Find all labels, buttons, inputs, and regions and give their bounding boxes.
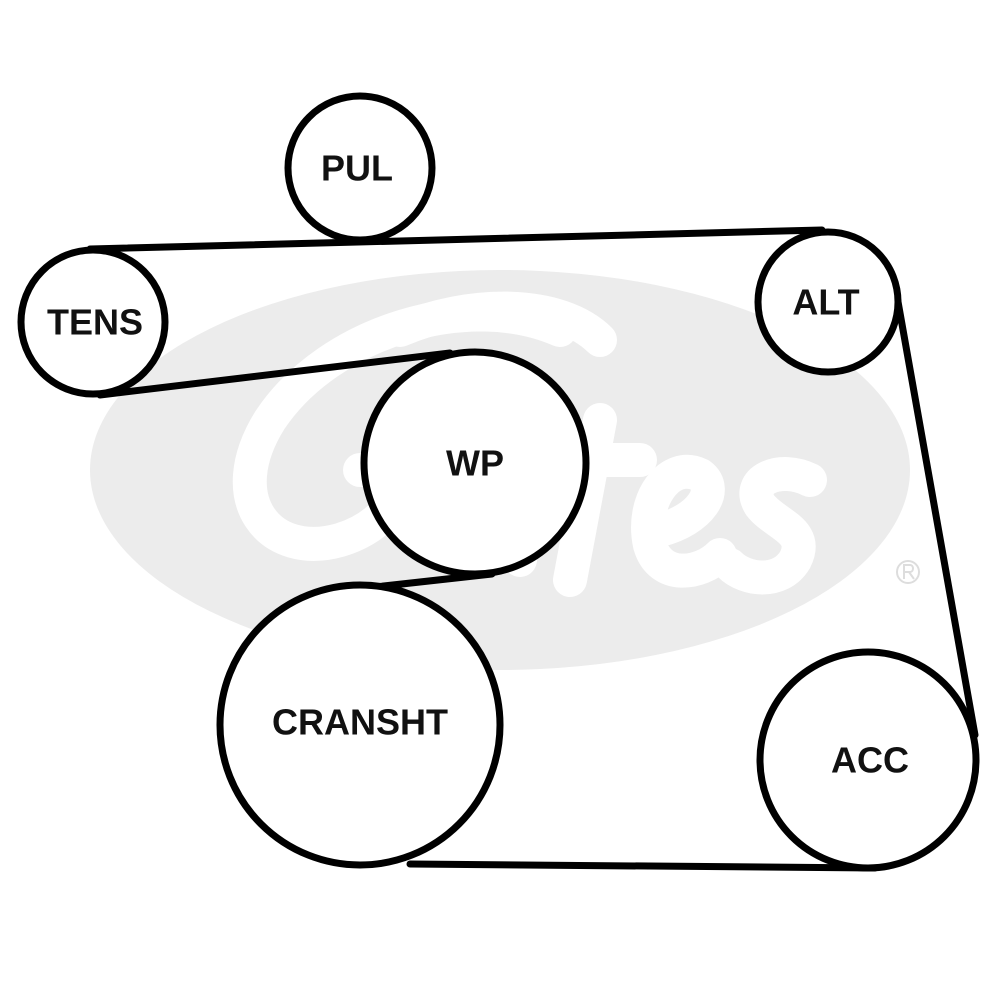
pulley-label-pul: PUL (321, 148, 393, 189)
pulley-label-acc: ACC (831, 740, 909, 781)
pulley-label-wp: WP (446, 443, 504, 484)
belt-segment-top (86, 226, 826, 253)
belt-segment-tens-wp (96, 349, 454, 399)
pulley-label-tens: TENS (47, 302, 143, 343)
pulley-label-alt: ALT (792, 282, 859, 323)
pulley-label-cransht: CRANSHT (272, 702, 448, 743)
belt-segment-bottom (406, 860, 879, 872)
pulley-wp: WP (360, 348, 590, 578)
belt (86, 226, 979, 872)
registered-mark-graphic (896, 560, 920, 584)
pulley-acc: ACC (756, 648, 980, 872)
belt-segment-right (893, 292, 979, 739)
pulley-pul: PUL (284, 92, 436, 244)
pulley-tens: TENS (17, 246, 169, 398)
pulley-cransht: CRANSHT (216, 581, 504, 869)
pulley-alt: ALT (754, 228, 902, 376)
